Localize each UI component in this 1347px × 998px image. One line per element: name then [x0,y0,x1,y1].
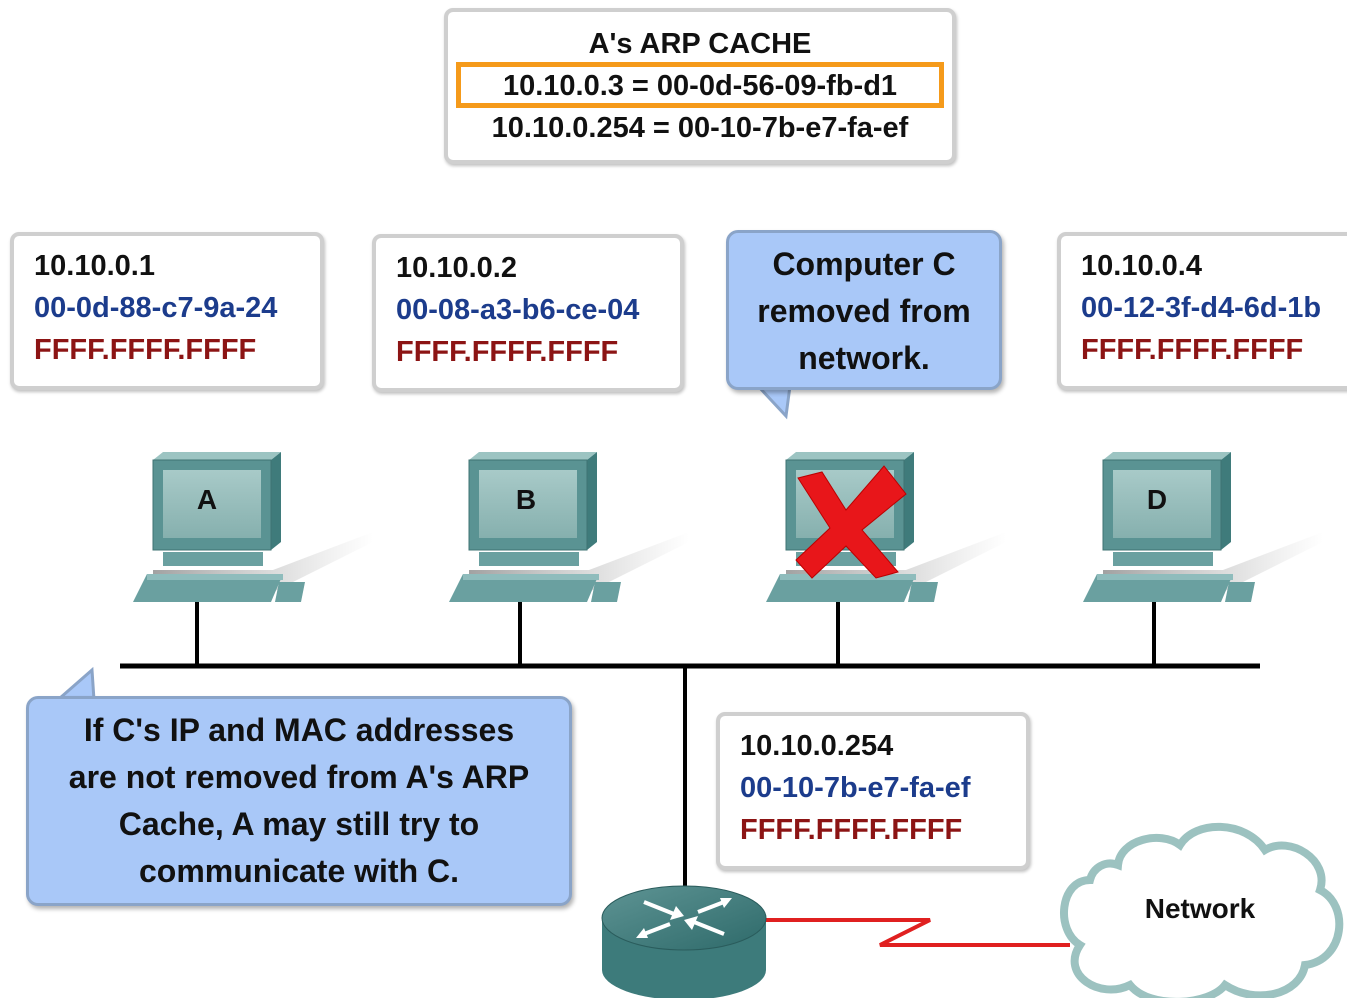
arp-entry-2: 10.10.0.254 = 00-10-7b-e7-fa-ef [491,112,909,144]
callout-warning-line1: If C's IP and MAC addresses [83,712,515,748]
router-icon [601,885,767,998]
host-b-ip: 10.10.0.2 [396,252,517,284]
router-info: 10.10.0.254 00-10-7b-e7-fa-ef FFFF.FFFF.… [716,712,1030,870]
computer-d-icon [1083,452,1323,602]
arp-entry-highlight [456,62,944,108]
router-ip: 10.10.0.254 [740,730,894,762]
cloud-icon [1060,822,1344,998]
host-b-info: 10.10.0.2 00-08-a3-b6-ce-04 FFFF.FFFF.FF… [372,234,684,392]
callout-warning-line3: Cache, A may still try to [118,806,480,842]
cloud-label: Network [1145,893,1256,924]
callout-computer-c: Computer C removed from network. [726,230,1002,390]
host-d-ip: 10.10.0.4 [1081,250,1202,282]
computer-a-icon [133,452,373,602]
wan-link [760,918,1070,947]
host-b-mac: 00-08-a3-b6-ce-04 [396,294,640,326]
router-mac: 00-10-7b-e7-fa-ef [740,772,971,804]
host-d-broadcast: FFFF.FFFF.FFFF [1081,334,1304,366]
computer-b-icon [449,452,689,602]
host-d-mac: 00-12-3f-d4-6d-1b [1081,292,1322,324]
label-b: B [516,484,536,515]
host-d-info: 10.10.0.4 00-12-3f-d4-6d-1b FFFF.FFFF.FF… [1057,232,1347,390]
host-a-broadcast: FFFF.FFFF.FFFF [34,334,257,366]
label-d: D [1147,484,1167,515]
callout-warning: If C's IP and MAC addresses are not remo… [26,696,572,906]
callout-c-line3: network. [798,340,930,376]
callout-warning-line4: communicate with C. [138,853,460,889]
label-a: A [197,484,217,515]
removed-x-icon [795,465,907,579]
arp-cache-box: A's ARP CACHE 10.10.0.3 = 00-0d-56-09-fb… [444,8,956,164]
host-a-mac: 00-0d-88-c7-9a-24 [34,292,278,324]
router-broadcast: FFFF.FFFF.FFFF [740,814,963,846]
callout-warning-line2: are not removed from A's ARP [68,759,530,795]
host-b-broadcast: FFFF.FFFF.FFFF [396,336,619,368]
callout-c-line1: Computer C [772,246,956,282]
callout-c-line2: removed from [757,293,971,329]
arp-cache-title: A's ARP CACHE [588,28,812,60]
arp-entry-1: 10.10.0.3 = 00-0d-56-09-fb-d1 [502,70,898,102]
host-a-ip: 10.10.0.1 [34,250,155,282]
host-a-info: 10.10.0.1 00-0d-88-c7-9a-24 FFFF.FFFF.FF… [10,232,324,390]
